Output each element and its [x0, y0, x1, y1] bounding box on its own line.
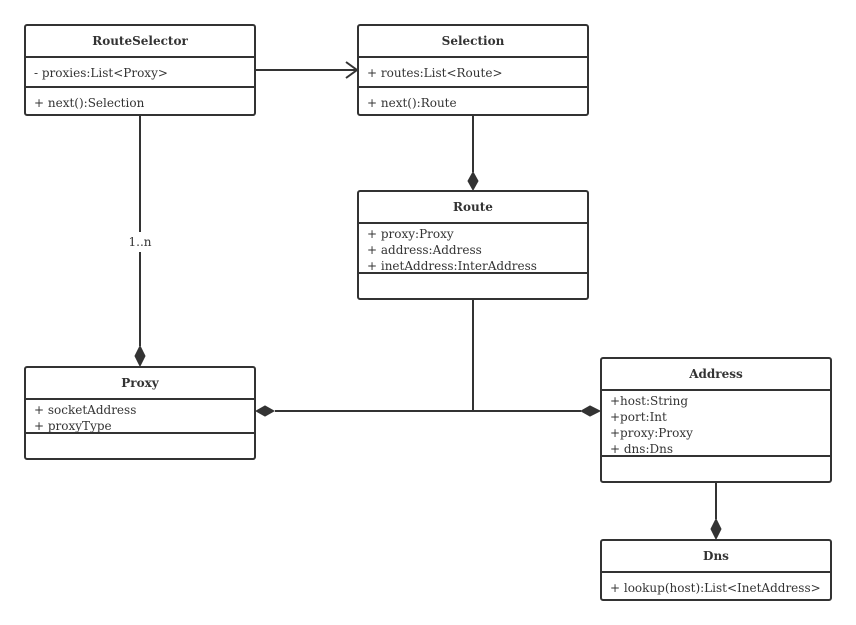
class-name: Route: [359, 192, 587, 224]
class-route[interactable]: Route + proxy:Proxy + address:Address + …: [357, 190, 589, 300]
operation-section: [602, 457, 830, 483]
composition-diamond-dns: [710, 517, 722, 541]
attribute: + socketAddress: [34, 403, 137, 417]
attribute-section: - proxies:List<Proxy>: [26, 58, 254, 88]
attribute: + routes:List<Route>: [367, 66, 503, 80]
attribute-section: + socketAddress + proxyType: [26, 400, 254, 434]
class-dns[interactable]: Dns + lookup(host):List<InetAddress>: [600, 539, 832, 601]
attribute-section: + routes:List<Route>: [359, 58, 587, 88]
attribute: + dns:Dns: [610, 442, 673, 456]
class-proxy[interactable]: Proxy + socketAddress + proxyType: [24, 366, 256, 460]
multiplicity-label: 1..n: [126, 232, 154, 252]
attribute: + proxyType: [34, 419, 112, 433]
attribute: + address:Address: [367, 243, 482, 257]
class-name: Proxy: [26, 368, 254, 400]
composition-diamond-proxy-top: [134, 344, 146, 368]
attribute-section: + proxy:Proxy + address:Address + inetAd…: [359, 224, 587, 274]
class-name: Dns: [602, 541, 830, 573]
attribute-section: +host:String +port:Int +proxy:Proxy + dn…: [602, 391, 830, 457]
operation-section: [26, 434, 254, 460]
composition-diamond-route: [467, 170, 479, 192]
operation: + next():Selection: [34, 96, 145, 110]
class-address[interactable]: Address +host:String +port:Int +proxy:Pr…: [600, 357, 832, 483]
operation-section: + next():Route: [359, 88, 587, 116]
class-name: Selection: [359, 26, 587, 58]
operation-section: [359, 274, 587, 300]
attribute: - proxies:List<Proxy>: [34, 66, 168, 80]
attribute: + proxy:Proxy: [367, 227, 454, 241]
operation: + next():Route: [367, 96, 457, 110]
class-name: RouteSelector: [26, 26, 254, 58]
attribute: +proxy:Proxy: [610, 426, 693, 440]
attribute: + inetAddress:InterAddress: [367, 259, 537, 273]
attribute: +port:Int: [610, 410, 667, 424]
operation: + lookup(host):List<InetAddress>: [610, 581, 821, 595]
operation-section: + next():Selection: [26, 88, 254, 116]
operation-section: + lookup(host):List<InetAddress>: [602, 573, 830, 601]
class-routeselector[interactable]: RouteSelector - proxies:List<Proxy> + ne…: [24, 24, 256, 116]
attribute: +host:String: [610, 394, 689, 408]
composition-diamond-address: [579, 405, 602, 417]
class-selection[interactable]: Selection + routes:List<Route> + next():…: [357, 24, 589, 116]
class-name: Address: [602, 359, 830, 391]
composition-diamond-proxy-right: [254, 405, 276, 417]
